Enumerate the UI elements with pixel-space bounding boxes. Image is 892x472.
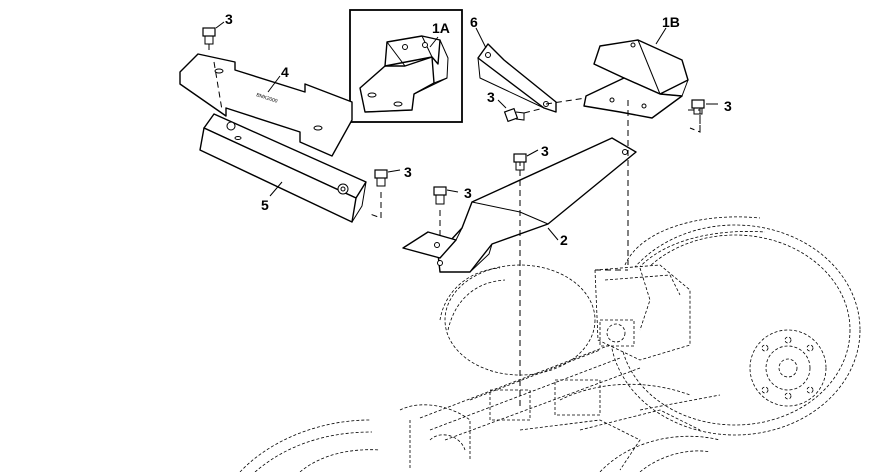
callout-5: 5 [261, 197, 269, 213]
callout-4: 4 [281, 64, 289, 80]
callout-1a: 1A [432, 20, 450, 36]
part-5-channel [199, 113, 367, 223]
bolt-3-right [691, 99, 705, 115]
callout-2: 2 [560, 232, 568, 248]
part-1b-bracket [583, 39, 689, 119]
inset-box-part-1a [349, 9, 463, 123]
callout-3-right: 3 [724, 98, 732, 114]
callout-6: 6 [470, 14, 478, 30]
machine-axle-outline [239, 216, 861, 472]
bolt-3-near-part-5 [374, 169, 388, 187]
callout-3-plate-2-top: 3 [541, 143, 549, 159]
callout-3-near-part-5: 3 [404, 164, 412, 180]
callout-3-top-left: 3 [225, 11, 233, 27]
bolt-3-plate-2-top [513, 153, 527, 171]
callout-1b: 1B [662, 14, 680, 30]
bolt-3-top-left [202, 27, 216, 50]
bolt-3-plate-2-left [433, 186, 447, 205]
callout-3-near-part-6: 3 [487, 89, 495, 105]
part-2-bracket [402, 137, 637, 273]
bolt-3-near-part-6 [503, 107, 525, 123]
callout-3-plate-2-left: 3 [464, 185, 472, 201]
part-4-plate: BMK2000 [179, 53, 353, 157]
